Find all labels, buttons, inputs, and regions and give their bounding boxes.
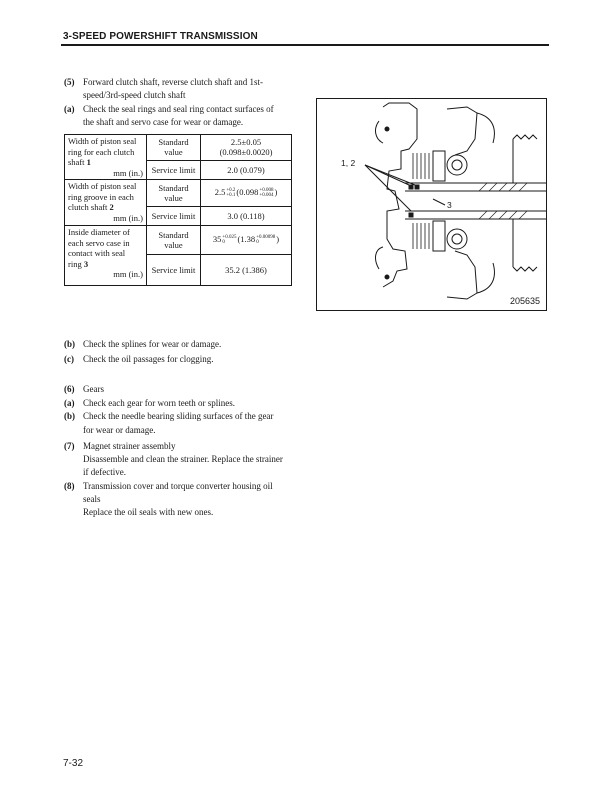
- section-7-text: Magnet strainer assembly: [83, 441, 176, 451]
- figure-number: 205635: [509, 296, 540, 306]
- section-7-line2: Disassemble and clean the strainer. Repl…: [83, 454, 283, 464]
- row3-limit-value: 35.2 (1.386): [200, 254, 292, 286]
- section-7-label: (7): [64, 441, 75, 451]
- row2-unit: mm (in.): [113, 212, 143, 223]
- table-row: Width of piston seal ring groove in each…: [64, 179, 292, 226]
- page-header-title: 3-SPEED POWERSHIFT TRANSMISSION: [63, 31, 258, 42]
- row1-limit-label: Service limit: [146, 159, 201, 181]
- row1-unit: mm (in.): [113, 167, 143, 178]
- row3-unit: mm (in.): [113, 269, 143, 279]
- spec-table: Width of piston seal ring for each clutc…: [64, 134, 292, 286]
- section-8-line2: seals: [83, 494, 101, 504]
- section-8-label: (8): [64, 481, 75, 491]
- table-row: Service limit 2.0 (0.079): [65, 159, 292, 181]
- section-6-text: Gears: [83, 384, 104, 394]
- section-5-line1: Forward clutch shaft, reverse clutch sha…: [83, 77, 263, 87]
- section-5b-text: Check the splines for wear or damage.: [83, 339, 222, 349]
- section-5a-line2: the shaft and servo case for wear or dam…: [83, 117, 244, 127]
- table-row: Service limit 35.2 (1.386): [65, 254, 292, 286]
- row2-item: Width of piston seal ring groove in each…: [64, 179, 147, 226]
- row1-limit-value: 2.0 (0.079): [200, 159, 292, 181]
- section-7-line3: if defective.: [83, 467, 126, 477]
- row2-limit-value: 3.0 (0.118): [200, 206, 292, 226]
- section-5-label: (5): [64, 77, 75, 87]
- page-number: 7-32: [63, 758, 84, 769]
- section-5a-label: (a): [64, 104, 75, 114]
- callout-3: 3: [447, 200, 452, 210]
- row1-std-value: 2.5±0.05 (0.098±0.0020): [200, 134, 292, 161]
- section-8-line3: Replace the oil seals with new ones.: [83, 507, 214, 517]
- callout-1-2: 1, 2: [341, 158, 356, 168]
- section-5c-text: Check the oil passages for clogging.: [83, 354, 214, 364]
- row2-std-value: 2.5+0.2+0.1(0.098+0.008+0.004): [200, 179, 292, 207]
- row3-limit-label: Service limit: [146, 254, 201, 286]
- section-8-line1: Transmission cover and torque converter …: [83, 481, 273, 491]
- section-5-line2: speed/3rd-speed clutch shaft: [83, 90, 186, 100]
- section-5a-line1: Check the seal rings and seal ring conta…: [83, 104, 274, 114]
- section-6a-label: (a): [64, 398, 75, 408]
- header-rule: [61, 44, 549, 46]
- row2-limit-label: Service limit: [146, 206, 201, 226]
- section-6b-line1: Check the needle bearing sliding surface…: [83, 411, 274, 421]
- clutch-shaft-drawing: [364, 102, 546, 300]
- table-row: Service limit 3.0 (0.118): [65, 206, 292, 226]
- table-row: Inside diameter of each servo case in co…: [64, 225, 292, 286]
- section-6-label: (6): [64, 384, 75, 394]
- table-row: Width of piston seal ring for each clutc…: [64, 134, 292, 180]
- section-6a-text: Check each gear for worn teeth or spline…: [83, 398, 235, 408]
- section-5b-label: (b): [64, 339, 75, 349]
- section-5c-label: (c): [64, 354, 74, 364]
- row1-item: Width of piston seal ring for each clutc…: [64, 134, 147, 180]
- section-6b-line2: for wear or damage.: [83, 425, 156, 435]
- row3-item: Inside diameter of each servo case in co…: [64, 225, 147, 286]
- clutch-shaft-figure: 1, 2 3 205635: [316, 98, 547, 311]
- section-6b-label: (b): [64, 411, 75, 421]
